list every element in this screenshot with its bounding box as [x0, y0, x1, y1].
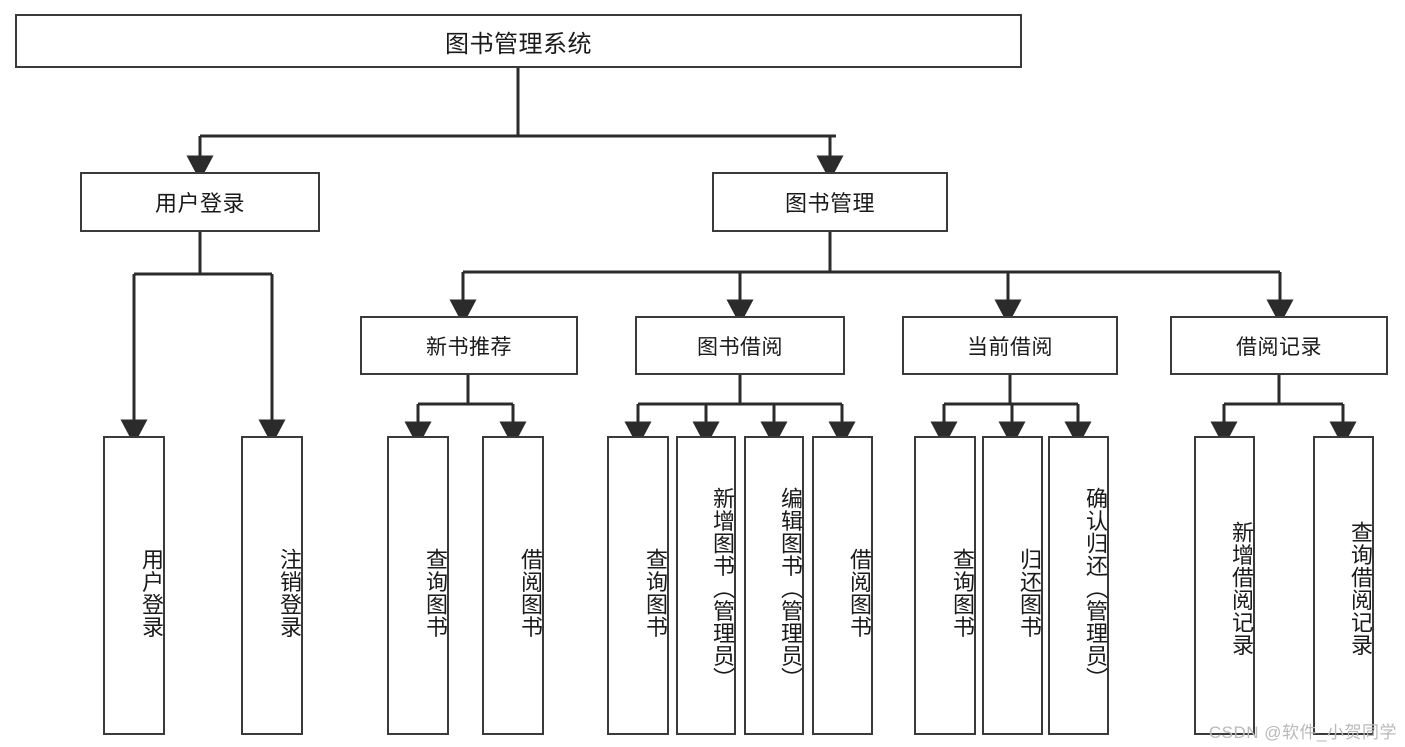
node-leaf-logout-login-label: 注销登录 [277, 547, 302, 638]
node-leaf-confirm-return-label: 确认归还（管理员） [1083, 487, 1108, 690]
node-user-login-label: 用户登录 [154, 191, 245, 216]
node-leaf-query-record-label: 查询借阅记录 [1348, 521, 1373, 656]
node-root-label: 图书管理系统 [445, 30, 592, 58]
node-leaf-query-book-1-label: 查询图书 [423, 547, 448, 638]
node-borrow-record-label: 借阅记录 [1236, 335, 1322, 359]
node-leaf-confirm-return[interactable]: 确认归还（管理员） [1048, 436, 1109, 735]
node-leaf-query-book-3[interactable]: 查询图书 [914, 436, 976, 735]
node-leaf-query-record[interactable]: 查询借阅记录 [1313, 436, 1374, 735]
node-leaf-borrow-book-2[interactable]: 借阅图书 [812, 436, 873, 735]
node-current-borrow[interactable]: 当前借阅 [902, 316, 1118, 375]
node-leaf-return-book[interactable]: 归还图书 [982, 436, 1043, 735]
node-book-borrow[interactable]: 图书借阅 [635, 316, 845, 375]
node-leaf-add-record-label: 新增借阅记录 [1229, 521, 1254, 656]
node-current-borrow-label: 当前借阅 [967, 335, 1053, 359]
node-new-book-rec[interactable]: 新书推荐 [360, 316, 578, 375]
node-leaf-borrow-book-1[interactable]: 借阅图书 [482, 436, 544, 735]
node-leaf-query-book-2[interactable]: 查询图书 [607, 436, 669, 735]
node-leaf-add-record[interactable]: 新增借阅记录 [1194, 436, 1255, 735]
node-root[interactable]: 图书管理系统 [15, 14, 1022, 68]
node-borrow-record[interactable]: 借阅记录 [1170, 316, 1388, 375]
node-leaf-edit-book[interactable]: 编辑图书（管理员） [744, 436, 804, 735]
node-leaf-query-book-1[interactable]: 查询图书 [387, 436, 449, 735]
node-book-manage-label: 图书管理 [784, 191, 875, 216]
node-leaf-add-book[interactable]: 新增图书（管理员） [676, 436, 736, 735]
node-leaf-user-login[interactable]: 用户登录 [103, 436, 165, 735]
node-book-manage[interactable]: 图书管理 [712, 172, 948, 232]
node-leaf-return-book-label: 归还图书 [1017, 547, 1042, 638]
node-user-login[interactable]: 用户登录 [80, 172, 320, 232]
node-leaf-edit-book-label: 编辑图书（管理员） [778, 487, 803, 690]
node-book-borrow-label: 图书借阅 [697, 335, 783, 359]
node-leaf-user-login-label: 用户登录 [139, 547, 164, 638]
node-leaf-query-book-3-label: 查询图书 [950, 547, 975, 638]
node-leaf-borrow-book-2-label: 借阅图书 [847, 547, 872, 638]
node-leaf-logout-login[interactable]: 注销登录 [241, 436, 303, 735]
node-leaf-add-book-label: 新增图书（管理员） [710, 487, 735, 690]
node-leaf-borrow-book-1-label: 借阅图书 [518, 547, 543, 638]
node-leaf-query-book-2-label: 查询图书 [643, 547, 668, 638]
node-new-book-rec-label: 新书推荐 [426, 335, 512, 359]
